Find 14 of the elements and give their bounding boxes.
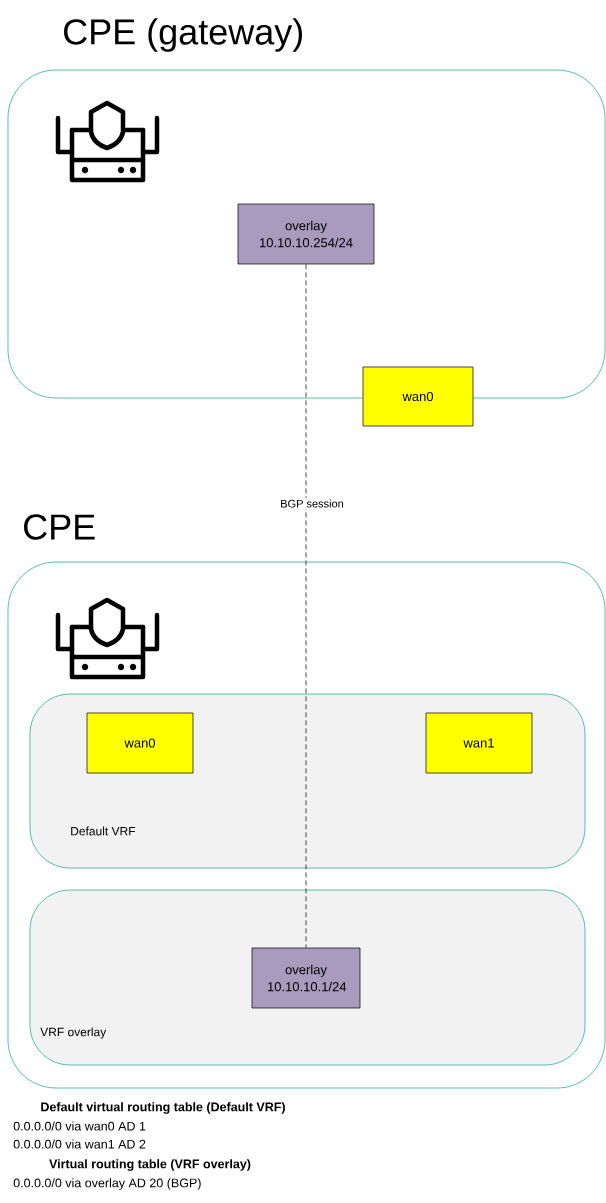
table-heading: Default virtual routing table (Default VRF) — [41, 1102, 285, 1114]
interface-box: wan0 — [86, 712, 194, 774]
interface-box: wan1 — [425, 712, 533, 774]
route-entry: 0.0.0.0/0 via wan0 AD 1 — [13, 1121, 146, 1131]
interface-box: wan0 — [362, 366, 474, 427]
route-entry: 0.0.0.0/0 via wan1 AD 2 — [13, 1139, 146, 1149]
interface-box: overlay 10.10.10.254/24 — [237, 203, 375, 265]
edge-label: BGP session — [278, 498, 346, 510]
device-title: CPE (gateway) — [64, 18, 302, 52]
route-entry: 0.0.0.0/0 via overlay AD 20 (BGP) — [13, 1178, 201, 1190]
device-title: CPE — [24, 514, 95, 540]
interface-box: overlay 10.10.10.1/24 — [251, 947, 361, 1009]
dashed-line — [305, 264, 307, 948]
table-heading: Virtual routing table (VRF overlay) — [49, 1159, 251, 1171]
